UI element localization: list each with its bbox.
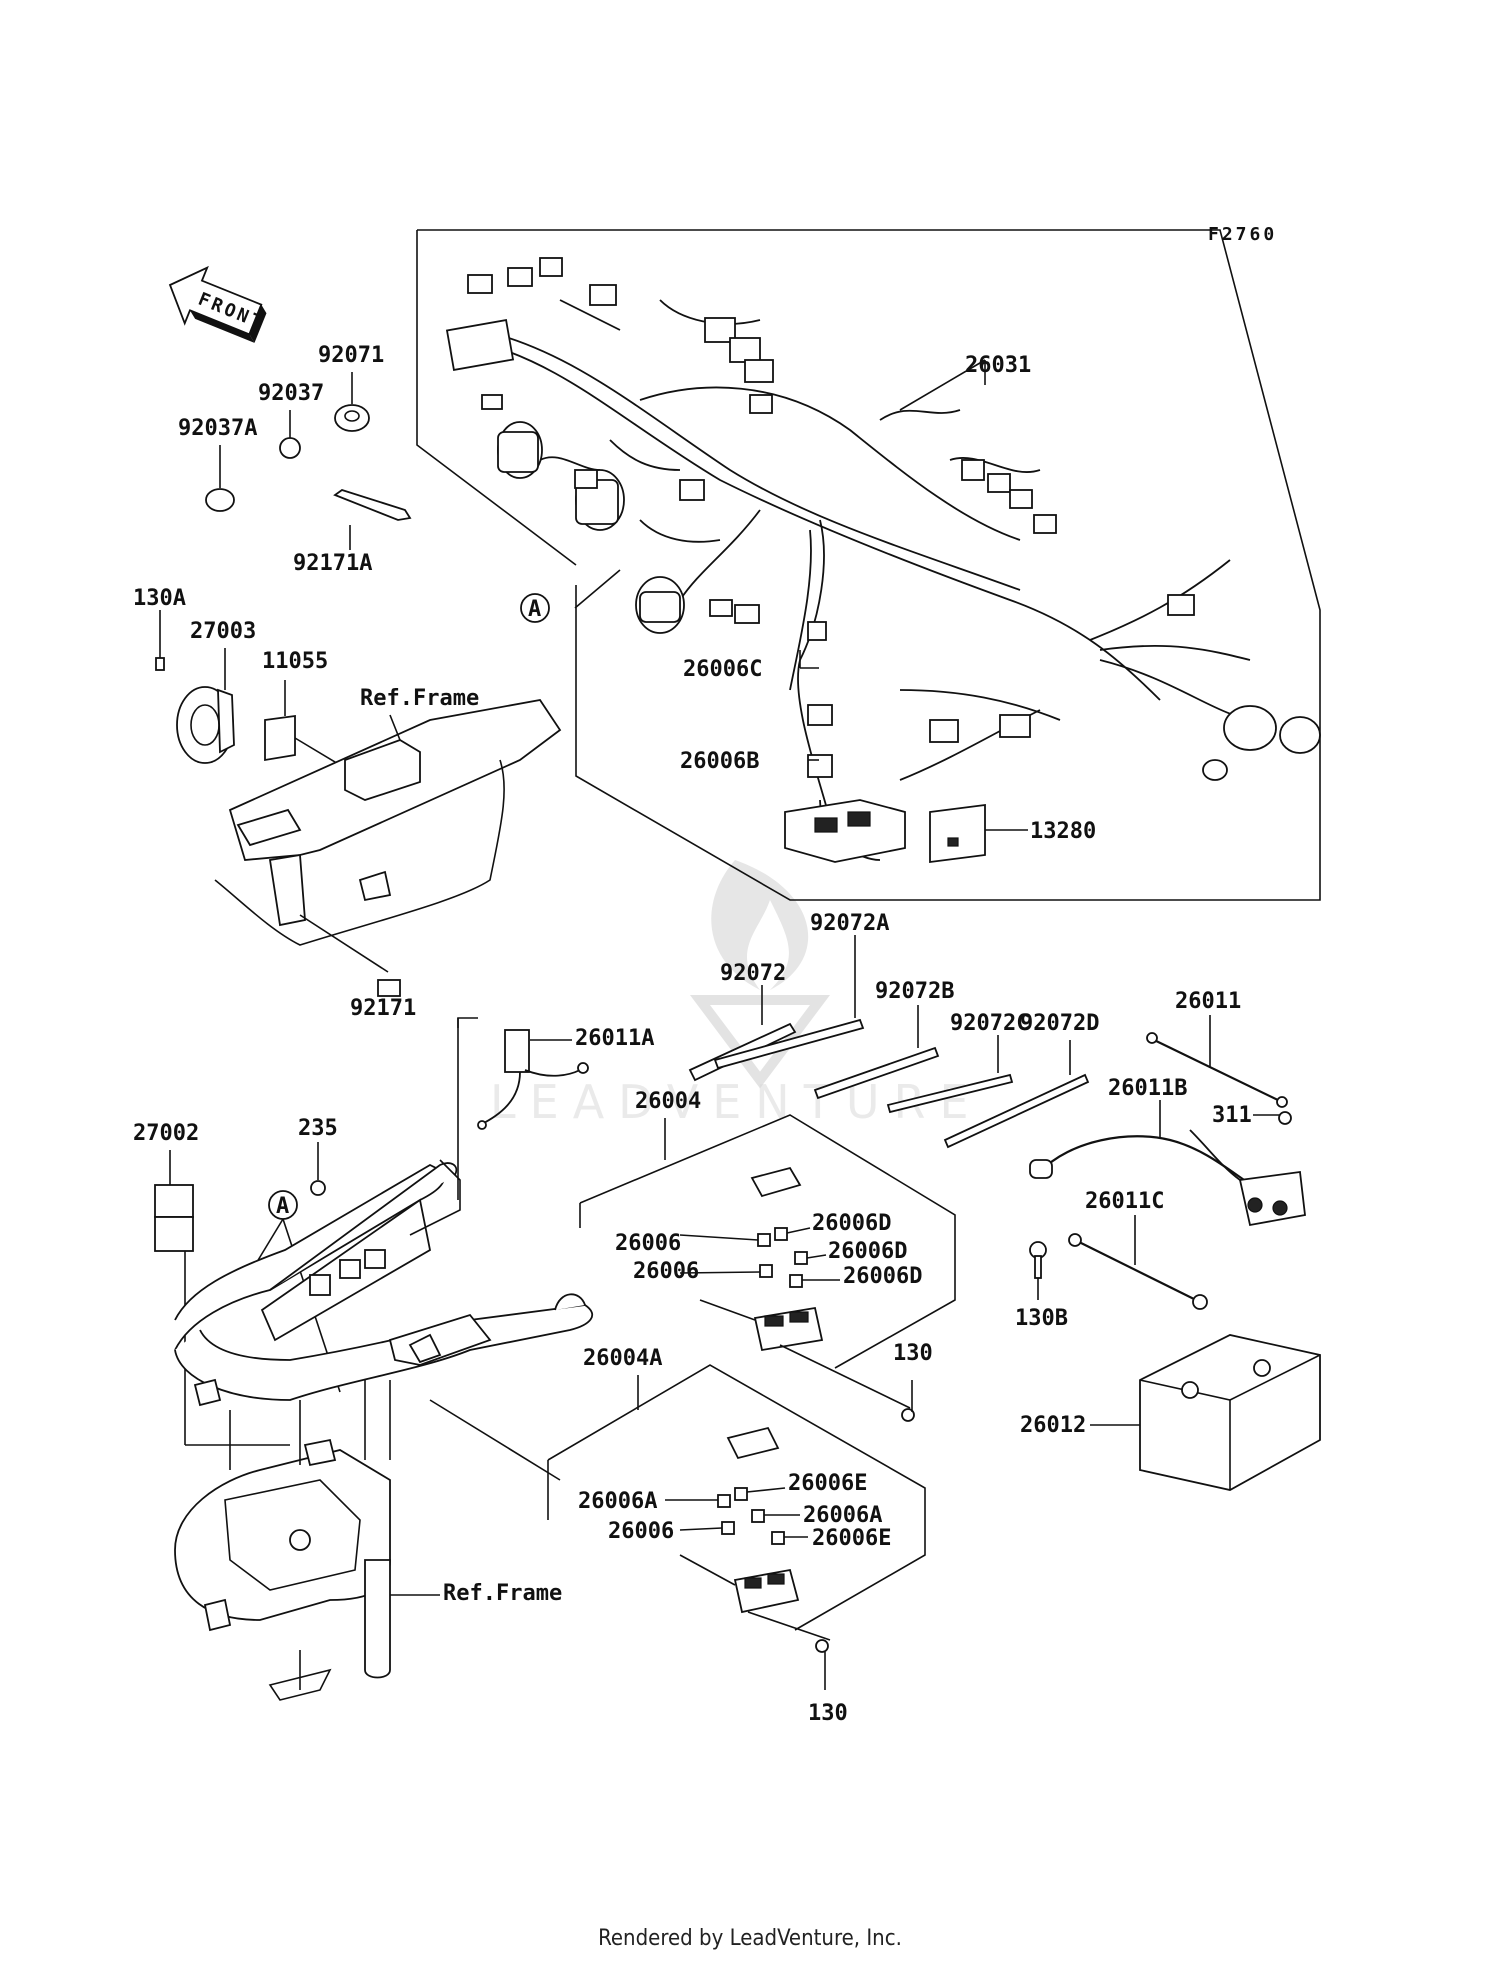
label-26006a-1: 26006A	[578, 1489, 657, 1514]
label-92072: 92072	[720, 961, 786, 986]
label-ref-frame-top: Ref.Frame	[360, 686, 479, 711]
fuse-box-group-26004	[579, 1114, 956, 1409]
grommet-92071	[334, 372, 370, 432]
label-26012: 26012	[1020, 1413, 1086, 1438]
label-92072c: 92072C	[950, 1011, 1029, 1036]
label-ref-frame-bottom: Ref.Frame	[443, 1581, 562, 1606]
clamp-92037a	[205, 445, 235, 512]
bracket-92171a	[333, 489, 412, 550]
label-26006d-1: 26006D	[812, 1211, 891, 1236]
label-27003: 27003	[190, 619, 256, 644]
label-26006c: 26006C	[683, 657, 762, 682]
fuse-box-group-26004a	[547, 1364, 926, 1641]
label-92037a: 92037A	[178, 416, 257, 441]
label-26006b: 26006B	[680, 749, 759, 774]
label-27002: 27002	[133, 1121, 199, 1146]
label-311: 311	[1212, 1103, 1252, 1128]
main-harness-group	[416, 229, 1321, 901]
cable-26011c	[1068, 1215, 1208, 1310]
label-26006-a1: 26006	[615, 1231, 681, 1256]
label-92171a: 92171A	[293, 551, 372, 576]
label-26006d-3: 26006D	[843, 1264, 922, 1289]
label-92171: 92171	[350, 996, 416, 1021]
label-26006a-2: 26006A	[803, 1503, 882, 1528]
horn-27003	[155, 610, 235, 764]
cover-13280	[929, 803, 986, 864]
ref-a-label-bottom: A	[276, 1194, 289, 1219]
label-92071: 92071	[318, 343, 384, 368]
label-92037: 92037	[258, 381, 324, 406]
watermark-text: LEADVENTURE	[490, 1075, 983, 1129]
label-130b: 130B	[1015, 1306, 1068, 1331]
bolt-235	[310, 1142, 326, 1196]
label-26011c: 26011C	[1085, 1189, 1164, 1214]
tie-92072d	[943, 1040, 1090, 1149]
label-13280: 13280	[1030, 819, 1096, 844]
tie-92072a	[713, 935, 865, 1070]
bolt-130b	[1029, 1241, 1047, 1300]
label-130-upper: 130	[893, 1341, 933, 1366]
tie-92072b	[813, 1005, 940, 1100]
bolt-130-upper	[901, 1380, 915, 1422]
label-130-lower: 130	[808, 1701, 848, 1726]
label-92072b: 92072B	[875, 979, 954, 1004]
label-92072a: 92072A	[810, 911, 889, 936]
footer-credit: Rendered by LeadVenture, Inc.	[598, 1926, 902, 1951]
ref-a-marker-top: A	[520, 593, 550, 623]
harness-26011a	[457, 1017, 589, 1200]
label-26006e-1: 26006E	[788, 1471, 867, 1496]
label-235: 235	[298, 1116, 338, 1141]
relay-27002	[154, 1150, 290, 1446]
label-26006-b1: 26006	[608, 1519, 674, 1544]
tie-92072c	[886, 1035, 1014, 1114]
label-26006e-2: 26006E	[812, 1526, 891, 1551]
relay-26006c	[807, 621, 827, 641]
label-11055: 11055	[262, 649, 328, 674]
label-26004a: 26004A	[583, 1346, 662, 1371]
label-130a: 130A	[133, 586, 186, 611]
figure-code: F2760	[1208, 224, 1277, 245]
cable-26011	[1146, 1015, 1288, 1108]
label-26011b: 26011B	[1108, 1076, 1187, 1101]
label-26006d-2: 26006D	[828, 1239, 907, 1264]
front-arrow-icon: FRONT	[168, 265, 267, 343]
label-26011a: 26011A	[575, 1026, 654, 1051]
ref-a-label-top: A	[528, 597, 541, 622]
bracket-11055	[264, 680, 341, 766]
label-92072d: 92072D	[1020, 1011, 1099, 1036]
battery-26012	[1090, 1334, 1321, 1491]
clamp-92037	[279, 410, 301, 459]
label-26006-a2: 26006	[633, 1259, 699, 1284]
frame-front-ref	[214, 699, 562, 997]
label-26004: 26004	[635, 1089, 701, 1114]
relay-26006b	[807, 754, 833, 778]
label-26031: 26031	[965, 353, 1031, 378]
frame-rear-ref	[174, 1159, 594, 1701]
label-26011: 26011	[1175, 989, 1241, 1014]
cable-26011b	[1029, 1100, 1306, 1227]
bolt-130-lower	[815, 1639, 829, 1690]
